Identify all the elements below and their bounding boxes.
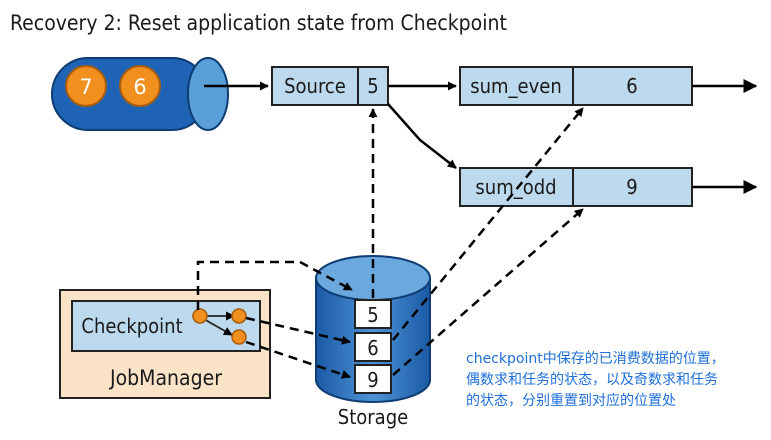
sum-odd-value: 9 [626,175,637,199]
checkpoint-node [192,308,208,324]
jobmanager: Checkpoint JobManager [59,289,271,399]
source-offset-value: 5 [367,74,378,98]
annotation-note: checkpoint中保存的已消费数据的位置， 偶数求和任务的状态，以及奇数求和… [466,349,766,412]
arrow-source-to-sum-odd [387,103,457,169]
arrow-restore-sum-odd [392,208,584,376]
sum-even-label: sum_even [470,74,562,98]
storage-value: 6 [367,336,378,360]
storage-state-sum-odd: 9 [354,364,392,394]
annotation-line: 的状态，分别重置到对应的位置处 [466,393,676,409]
checkpoint-node [231,308,247,324]
queue-record-label: 7 [79,75,92,99]
source-label: Source [284,74,346,98]
queue-record-7: 7 [65,65,107,107]
storage-value: 5 [367,303,378,327]
sum-odd-operator: sum_odd 9 [459,167,693,207]
annotation-line: 偶数求和任务的状态，以及奇数求和任务 [466,372,718,388]
queue-record-6: 6 [119,65,161,107]
storage-value: 9 [367,368,378,392]
arrow-checkpoint-to-storage-even [245,316,351,345]
input-queue: 7 6 [51,57,229,131]
arrow-restore-sum-even [392,107,584,341]
jobmanager-label: JobManager [109,366,222,390]
sum-odd-label: sum_odd [475,175,556,199]
annotation-line: checkpoint中保存的已消费数据的位置， [466,351,725,367]
diagram-title: Recovery 2: Reset application state from… [10,11,507,35]
arrow-checkpoint-to-storage-source [196,260,353,310]
checkpoint-node [231,329,247,345]
queue-record-label: 6 [133,75,146,99]
storage-state-source: 5 [354,299,392,329]
arrow-checkpoint-to-storage-odd [245,340,351,379]
storage-state-sum-even: 6 [354,332,392,362]
checkpoint-graph-edge [201,317,233,336]
sum-even-value: 6 [626,74,637,98]
storage-label: Storage [338,405,408,429]
sum-even-operator: sum_even 6 [459,66,693,106]
source-operator: Source 5 [271,66,389,106]
checkpoint-label: Checkpoint [81,314,182,338]
